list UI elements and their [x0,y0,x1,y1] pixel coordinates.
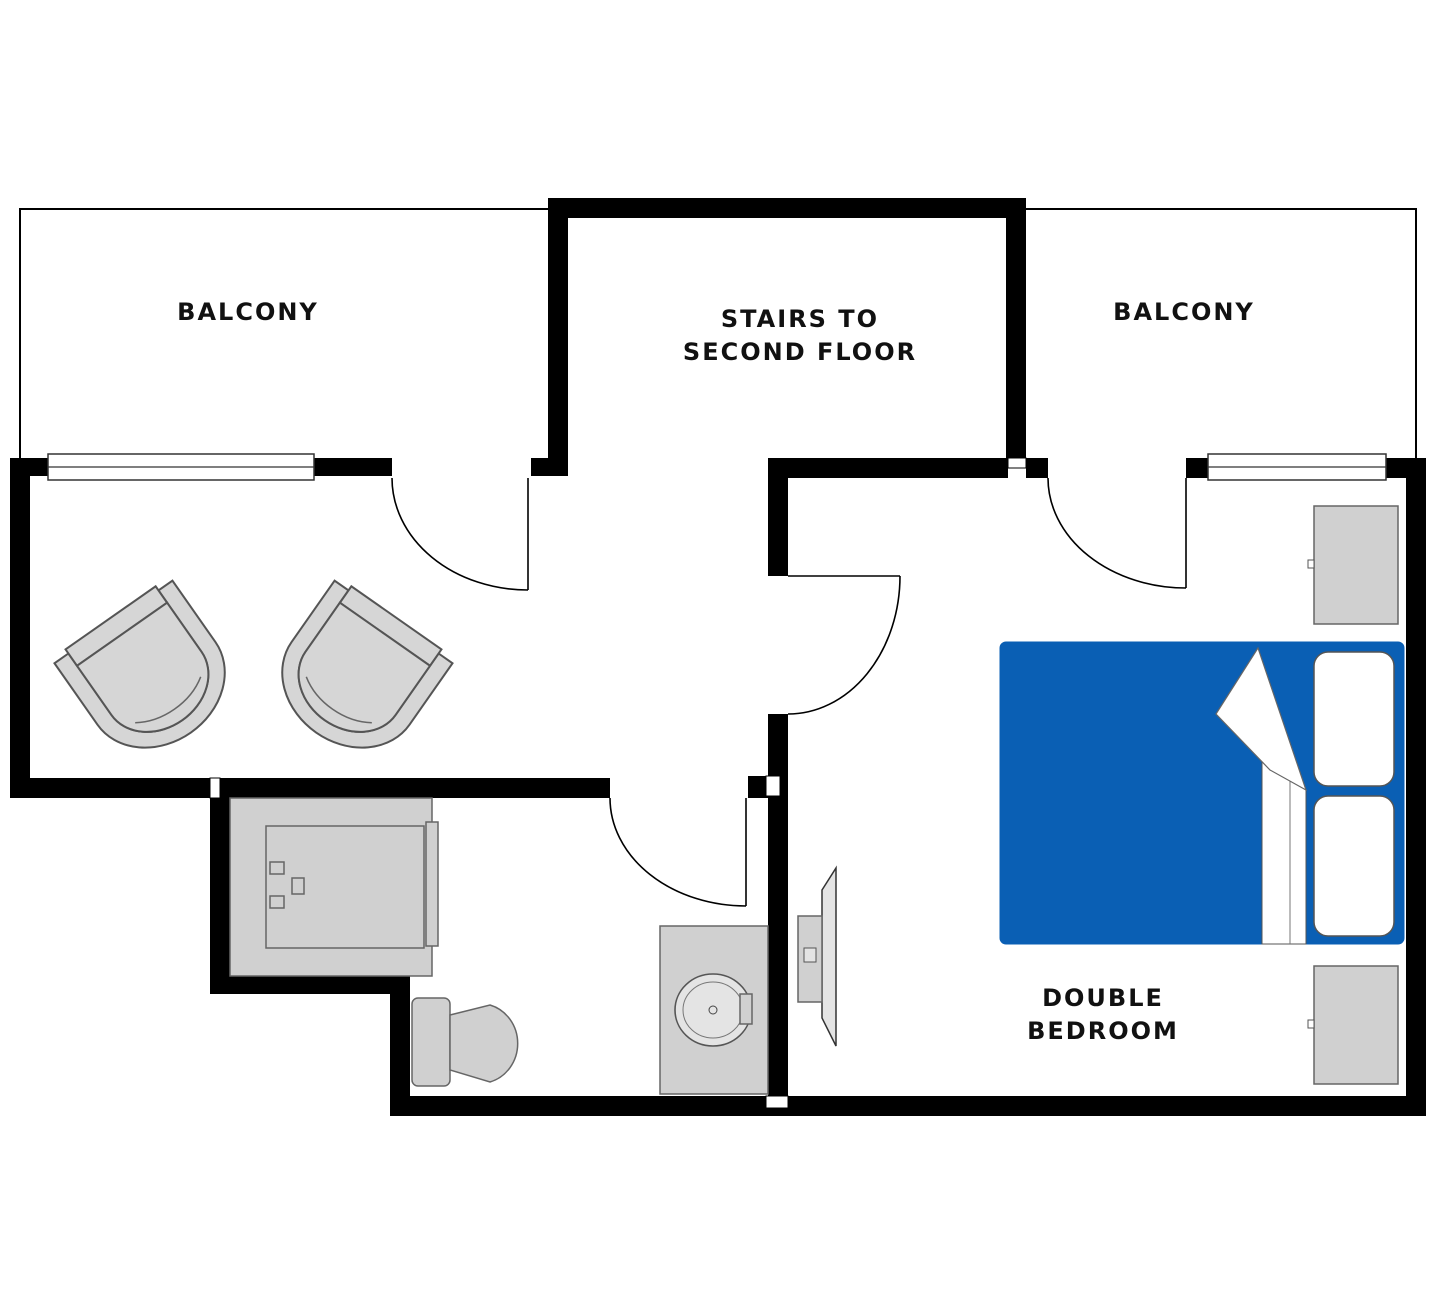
room-label-balcony-left: BALCONY [177,298,319,326]
door-swing-icon[interactable] [1047,477,1187,589]
sink-icon [659,925,769,1095]
wall-joints [209,457,1027,1109]
armchair-icon [53,579,226,749]
door-swing-icon[interactable] [609,797,747,907]
room-label-bedroom-line2: BEDROOM [1027,1017,1179,1045]
door-swing-icon[interactable] [391,477,529,591]
nightstand-icon [1307,505,1399,625]
door-swing-icon[interactable] [787,575,901,715]
armchair-icon [281,579,454,749]
bed-icon [999,641,1405,945]
walls [10,198,1426,1116]
nightstand-icon [1307,965,1399,1085]
tv-icon [797,865,837,1047]
room-label-balcony-right: BALCONY [1113,298,1255,326]
window-icon [1207,453,1387,481]
room-label-bedroom-line1: DOUBLE [1042,984,1164,1012]
window-icon [47,453,315,481]
toilet-icon [411,997,519,1087]
balcony-outlines [19,208,1417,462]
shower-icon [229,797,439,977]
room-label-stairs-line1: STAIRS TO [721,305,879,333]
room-label-stairs-line2: SECOND FLOOR [683,338,917,366]
